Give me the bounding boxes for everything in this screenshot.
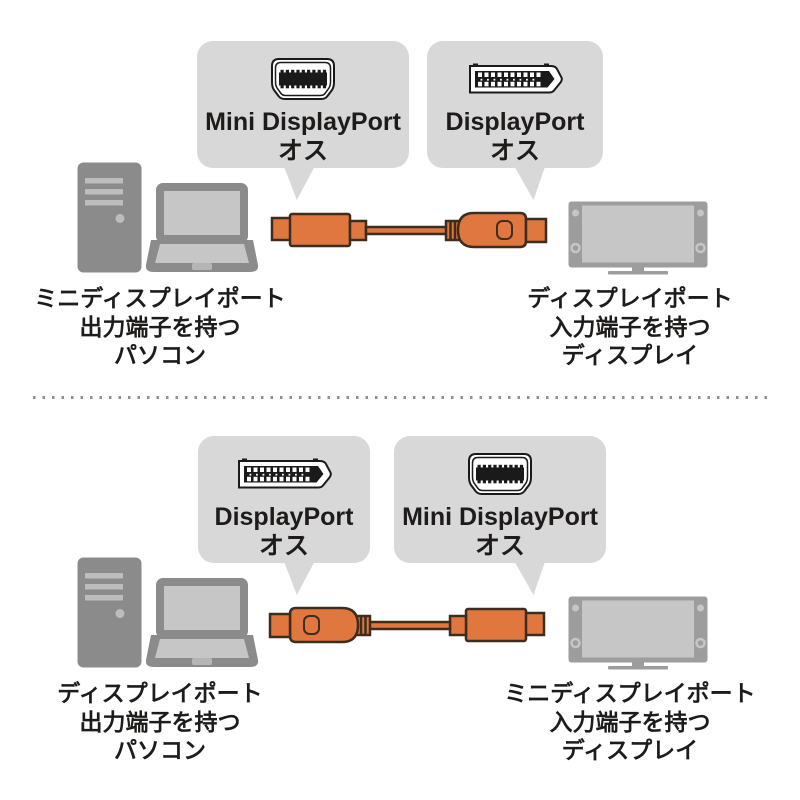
mini-displayport-connector-icon (468, 453, 532, 495)
connector-gender: オス (489, 137, 540, 165)
source-device-caption: ディスプレイポート 出力端子を持つ パソコン (57, 680, 263, 763)
callout-displayport-male: DisplayPort オス (427, 41, 603, 168)
desktop-pc-icon (77, 557, 142, 668)
displayport-connector-icon (469, 62, 563, 94)
connector-gender: オス (258, 532, 309, 560)
displayport-connector-icon (238, 457, 332, 489)
callout-displayport-male: DisplayPort オス (198, 436, 370, 563)
bubble-tail (283, 559, 316, 595)
connector-name: Mini DisplayPort (402, 503, 598, 531)
dp-to-minidp-cable (268, 606, 546, 644)
minidp-to-dp-cable (270, 211, 548, 249)
mini-displayport-connector-icon (271, 58, 335, 100)
laptop-icon (146, 183, 259, 272)
connector-name: Mini DisplayPort (205, 108, 401, 136)
panel-minidp-to-dp: Mini DisplayPort オス DisplayPort オス ミニディス… (0, 0, 800, 395)
connector-gender: オス (277, 137, 328, 165)
laptop-icon (146, 578, 259, 667)
display-monitor-icon (568, 201, 708, 275)
connector-gender: オス (474, 532, 525, 560)
connector-name: DisplayPort (445, 108, 585, 136)
callout-mini-displayport-male: Mini DisplayPort オス (394, 436, 606, 563)
callout-mini-displayport-male: Mini DisplayPort オス (197, 41, 409, 168)
display-monitor-icon (568, 596, 708, 670)
bubble-tail (513, 559, 546, 595)
bubble-tail (283, 164, 316, 200)
dotted-divider (33, 396, 767, 399)
bubble-tail (513, 164, 546, 200)
desktop-pc-icon (77, 162, 142, 273)
panel-dp-to-minidp: DisplayPort オス Mini DisplayPort オス ディスプレ… (0, 395, 800, 790)
source-device-caption: ミニディスプレイポート 出力端子を持つ パソコン (34, 285, 286, 368)
connector-name: DisplayPort (214, 503, 354, 531)
destination-device-caption: ディスプレイポート 入力端子を持つ ディスプレイ (527, 285, 733, 368)
destination-device-caption: ミニディスプレイポート 入力端子を持つ ディスプレイ (504, 680, 756, 763)
